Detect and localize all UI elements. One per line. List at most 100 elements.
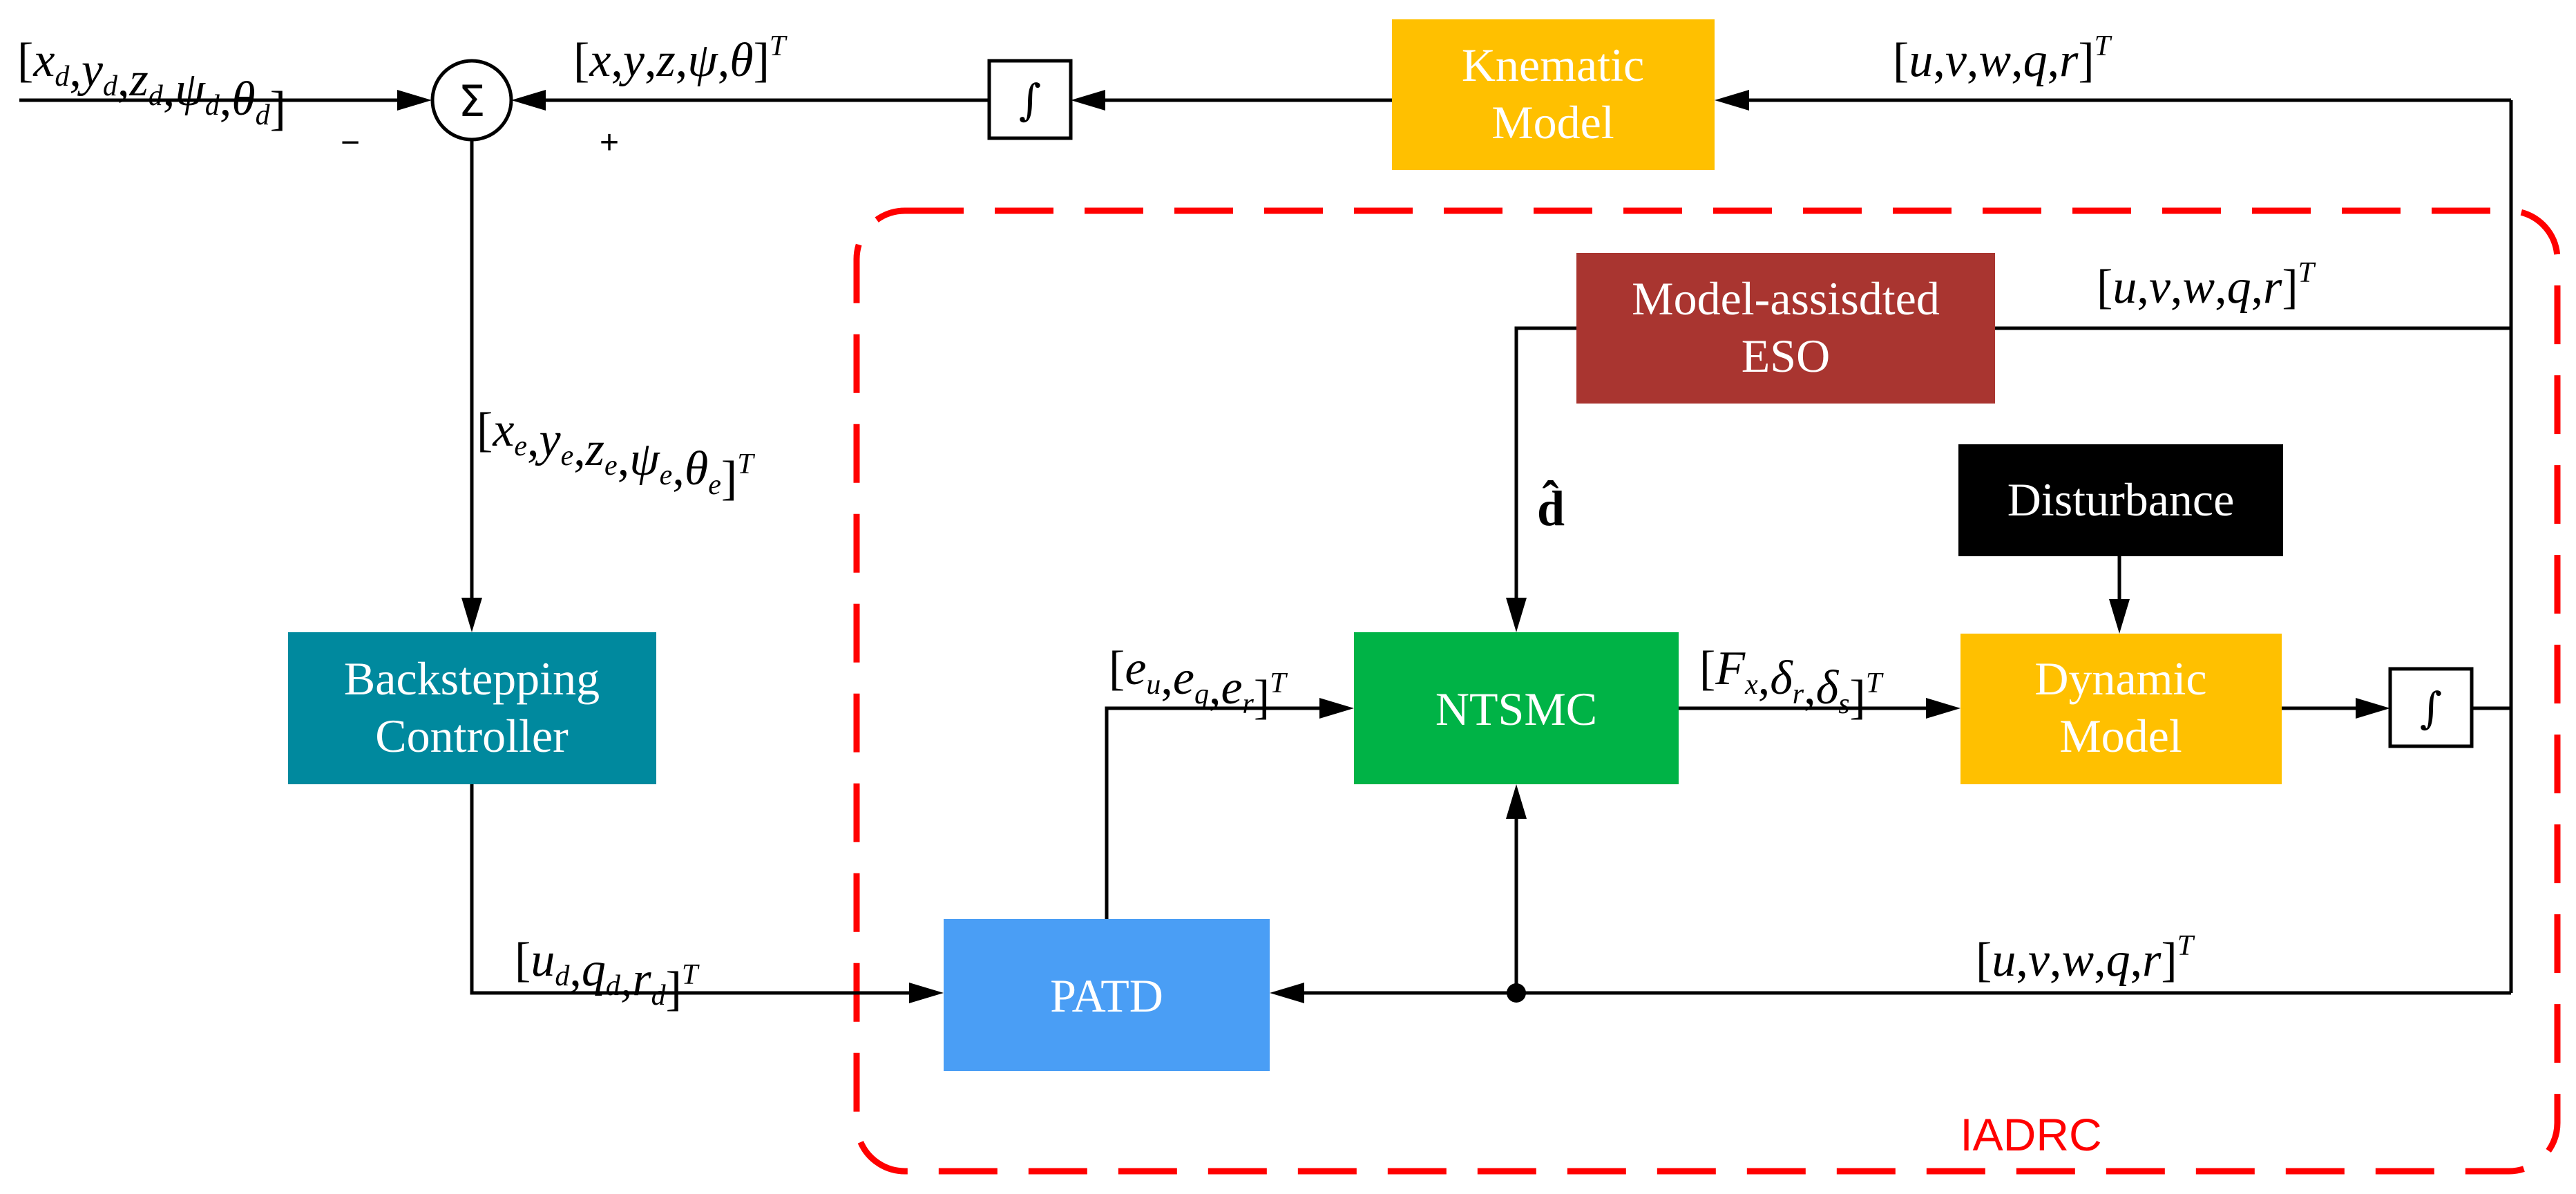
signal-variable: r (2142, 934, 2162, 987)
signal-subscript: s (1838, 688, 1849, 720)
signal-subscript: r (1793, 679, 1804, 710)
sum-junction (430, 59, 513, 142)
signal-variable: e (1221, 661, 1242, 714)
kinematic-model-label-2: Model (1491, 96, 1614, 149)
bracket-close: ] (1850, 671, 1866, 724)
comma: , (645, 34, 657, 87)
signal-subscript: d (256, 100, 271, 131)
signal-control: [Fx,δr,δs]T (1699, 642, 1884, 724)
dynamic-model-label-1: Dynamic (2034, 652, 2206, 705)
arrowhead (909, 983, 944, 1003)
comma: , (2048, 34, 2060, 87)
comma: , (2137, 260, 2149, 314)
integrator-top (987, 59, 1073, 140)
comma: , (672, 442, 685, 495)
signal-variable: u (1992, 934, 2016, 987)
comma: , (569, 943, 582, 996)
minus-sign: − (341, 124, 360, 161)
comma: , (163, 63, 175, 116)
bracket-close: ] (2078, 34, 2094, 87)
signal-pose: [x,y,z,ψ,θ]T (573, 30, 788, 87)
comma: , (1758, 652, 1771, 705)
disturbance-block (1958, 444, 2283, 556)
comma: , (527, 413, 540, 466)
comma: , (2130, 934, 2143, 987)
disturbance-label: Disturbance (2007, 473, 2235, 526)
signal-transpose: T (2095, 30, 2112, 62)
signal-reference: [ud,qd,rd]T (515, 934, 700, 1016)
signal-subscript: d (606, 970, 621, 1002)
backstepping-label-1: Backstepping (344, 652, 600, 705)
signal-desired: [xd,yd,zd,ψd,θd] (17, 34, 286, 135)
signal-variable: u (531, 934, 555, 987)
signal-subscript: d (205, 90, 220, 122)
signal-variable: δ (1770, 652, 1793, 705)
arrowhead (397, 90, 432, 111)
comma: , (573, 423, 586, 476)
signal-variable: w (1978, 34, 2011, 87)
signal-variable: ψ (687, 34, 718, 87)
bracket-close: ] (1254, 671, 1270, 724)
signal-variable: e (1125, 642, 1146, 695)
integrator-top-symbol: ∫ (1019, 75, 1041, 125)
bracket-open: [ (1109, 642, 1125, 695)
arrowhead (1319, 698, 1354, 719)
signal-transpose: T (682, 959, 700, 991)
signal-variable: q (2106, 934, 2130, 987)
bracket-open: [ (17, 34, 33, 87)
arrowhead (461, 598, 482, 632)
bracket-close: ] (2282, 260, 2298, 314)
signal-variable: v (2028, 934, 2050, 987)
signal-subscript: e (604, 450, 618, 482)
signal-tracking-error: [eu,eq,er]T (1109, 642, 1288, 724)
signal-variable: u (2112, 260, 2137, 314)
junction-dot (1507, 983, 1526, 1003)
signal-variable: F (1715, 642, 1746, 695)
comma: , (2050, 934, 2062, 987)
bracket-open: [ (2097, 260, 2112, 314)
patd-label: PATD (1050, 969, 1163, 1022)
comma: , (117, 53, 130, 106)
backstepping-controller-block (288, 632, 656, 784)
signal-variable: e (1173, 652, 1194, 705)
signal-variable: δ (1816, 661, 1840, 714)
dynamic-model-label-2: Model (2059, 710, 2182, 762)
signal-variable: q (2023, 34, 2048, 87)
signal-variable: u (1909, 34, 1933, 87)
signal-variable: x (589, 34, 611, 87)
signal-subscript: e (561, 440, 574, 472)
signal-variable: w (2061, 934, 2094, 987)
wire-eso-to-ntsmc (1514, 326, 1576, 598)
arrowhead (1715, 90, 1749, 111)
ntsmc-block (1354, 632, 1679, 784)
bracket-open: [ (1893, 34, 1909, 87)
eso-label-1: Model-assisdted (1632, 272, 1940, 325)
signal-transpose: T (737, 448, 755, 480)
signal-velocity-eso: [u,v,w,q,r]T (2097, 257, 2316, 314)
arrowhead (1506, 784, 1527, 819)
iadrc-region (853, 207, 2561, 1175)
signal-subscript: e (708, 469, 721, 501)
kinematic-model-label-1: Knematic (1462, 39, 1644, 91)
signal-subscript: q (1194, 679, 1209, 710)
comma: , (69, 44, 82, 97)
eso-label-2: ESO (1742, 330, 1830, 382)
arrowhead (511, 90, 546, 111)
signal-subscript: d (55, 61, 70, 93)
bracket-open: [ (573, 34, 589, 87)
integrator-right (2388, 667, 2474, 748)
signal-variable: z (585, 423, 604, 476)
signal-subscript: e (660, 459, 673, 491)
wire-backstepping-to-patd (470, 784, 909, 995)
bracket-close: ] (270, 82, 286, 135)
bracket-open: [ (1976, 934, 1992, 987)
kinematic-model-block (1392, 19, 1715, 170)
bracket-open: [ (477, 404, 493, 457)
comma: , (2016, 934, 2028, 987)
signal-variable: v (1945, 34, 1967, 87)
signal-variable: r (632, 953, 651, 1006)
comma: , (220, 73, 232, 126)
bracket-close: ] (754, 34, 770, 87)
signal-variable: v (2149, 260, 2171, 314)
